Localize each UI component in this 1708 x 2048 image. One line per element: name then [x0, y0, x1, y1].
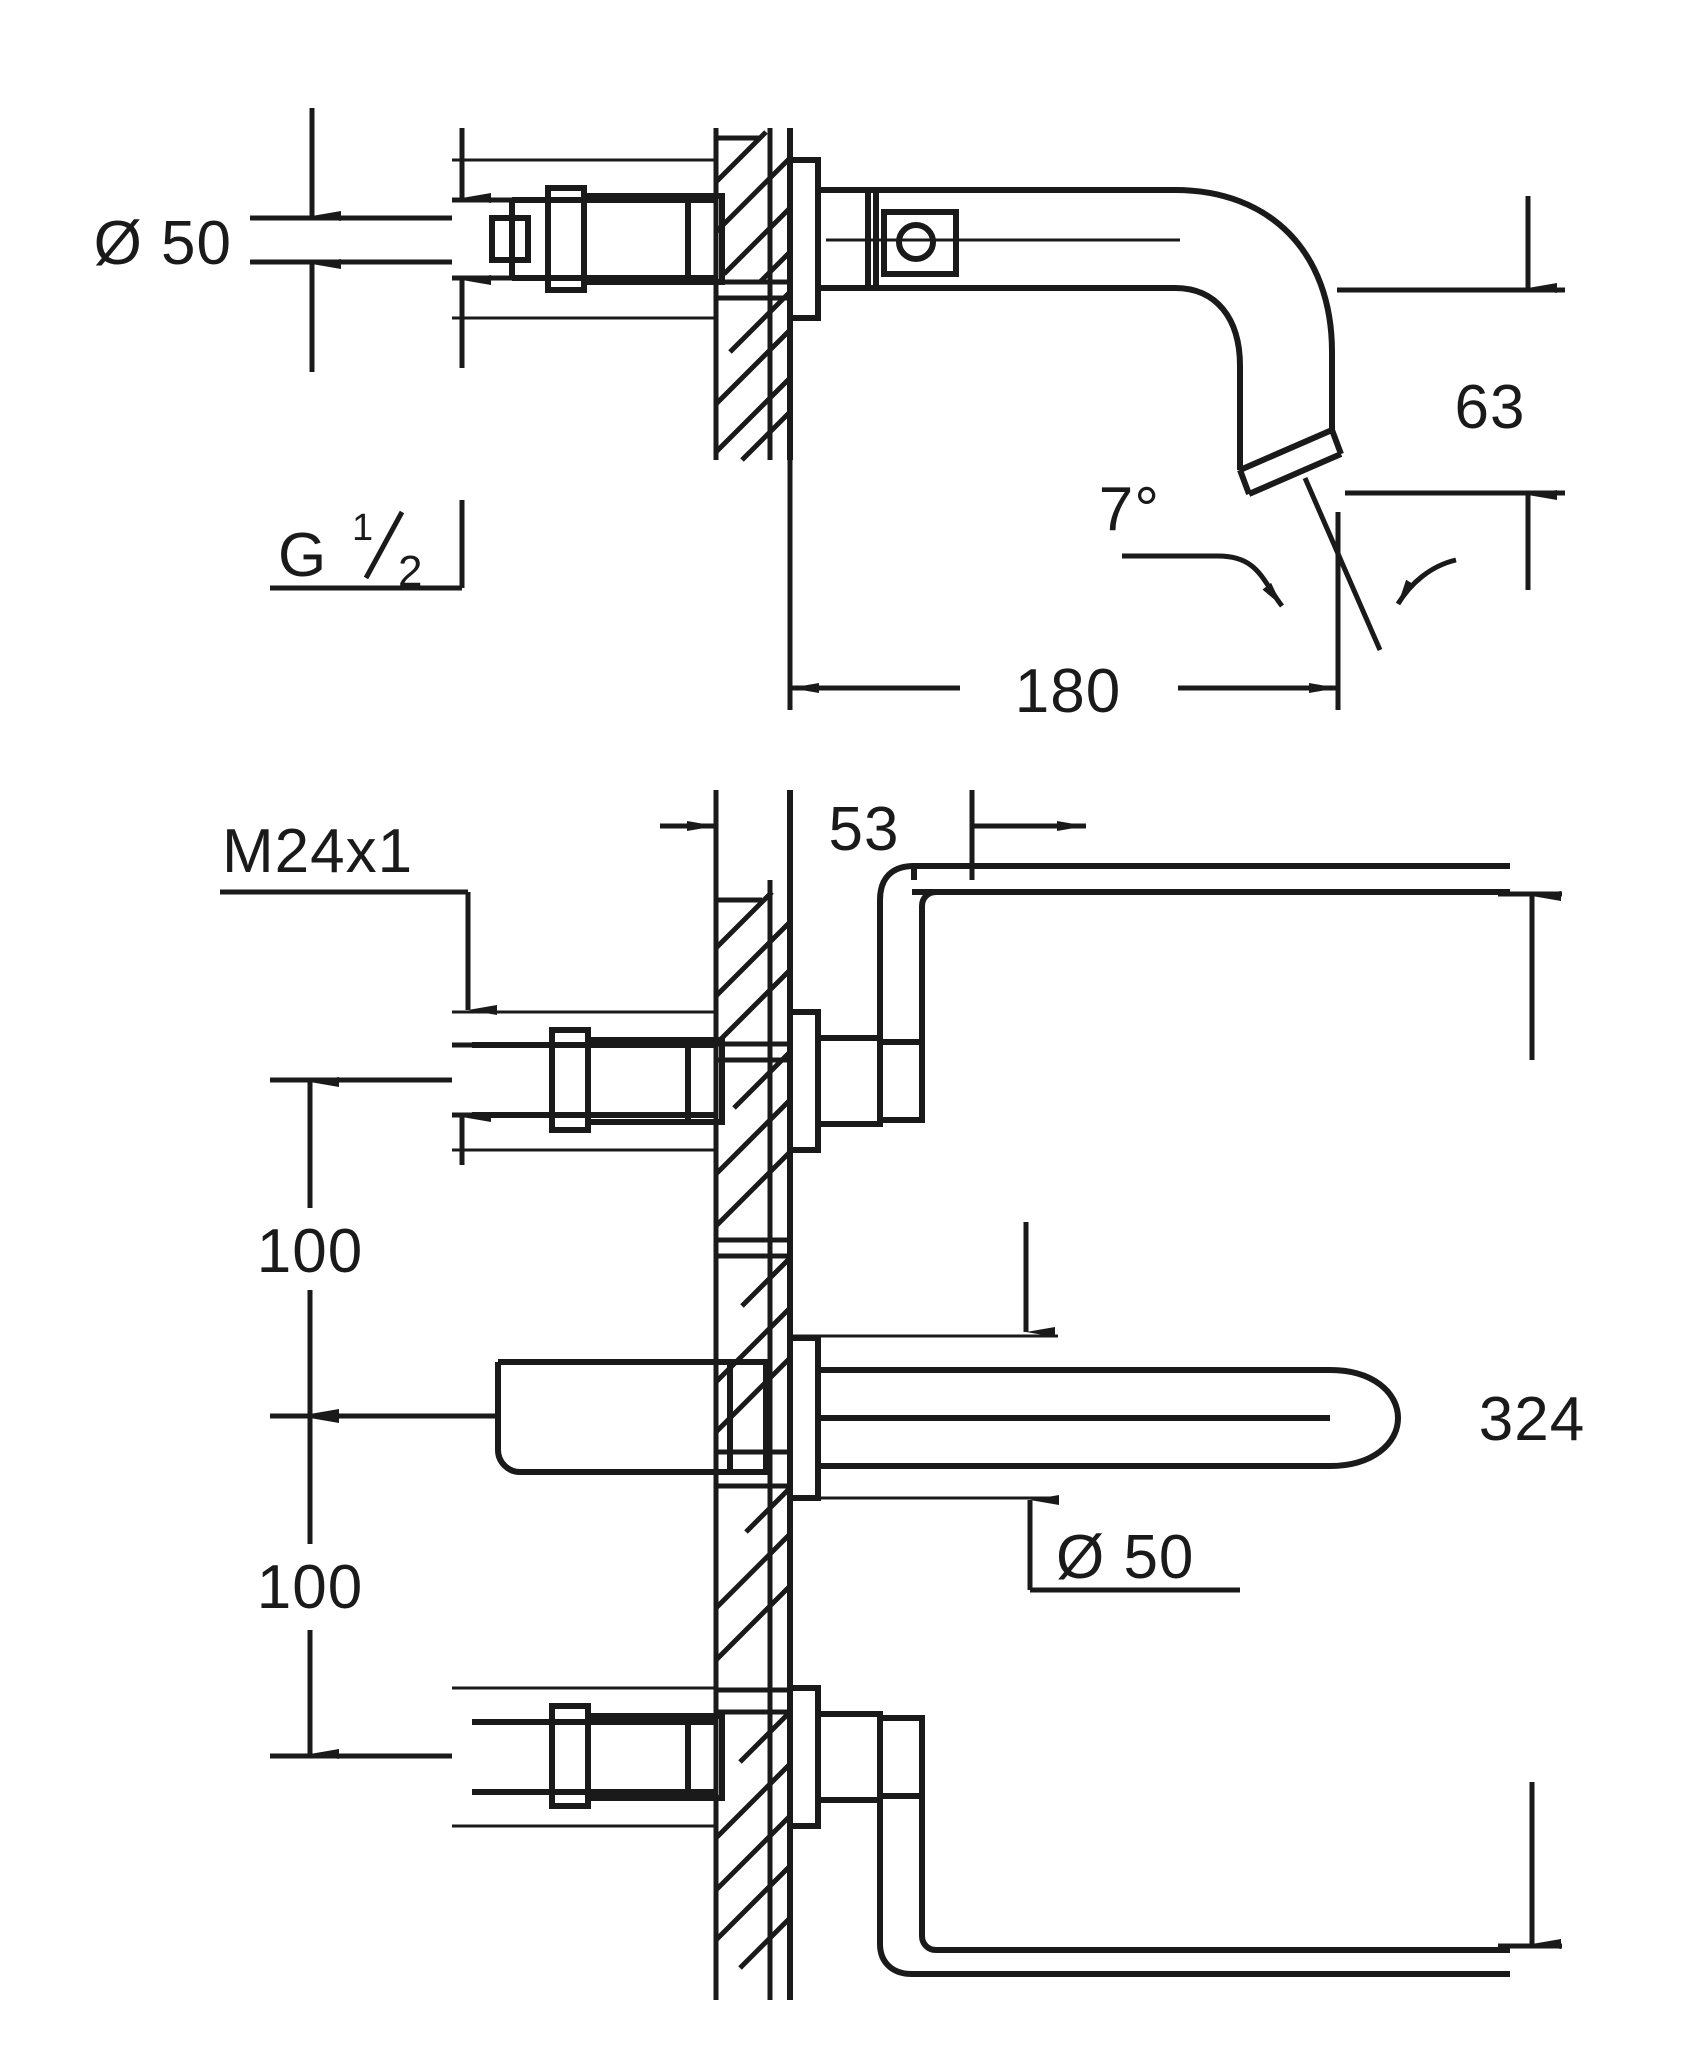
dim-180: 180 [787, 460, 1341, 726]
lever-upper [877, 863, 1510, 1090]
dim-180-label: 180 [1015, 657, 1121, 726]
dim-g-half-letter: G [278, 521, 327, 590]
escutcheon-top [787, 157, 821, 321]
wall-section-top [713, 128, 793, 462]
dim-angle-7: 7° [1099, 475, 1457, 651]
dim-53: 53 [660, 790, 1086, 880]
dim-dia50-bottom: Ø 50 [1023, 1222, 1240, 1593]
dim-324: 324 [1479, 891, 1585, 1949]
spout-body-bottom [495, 1335, 1402, 1501]
aerator-outlet-top [1237, 427, 1344, 497]
dim-g-half: G 1 2 [270, 500, 465, 596]
dim-g-half-numerator: 1 [352, 507, 374, 549]
dim-100-lower: 100 [257, 1413, 452, 1759]
lever-lower [877, 1766, 1510, 1977]
dim-handle-upper-width [452, 1042, 491, 1165]
concealed-body-top [489, 185, 725, 293]
top-view-group: Ø 50 G 1 2 [94, 108, 1565, 726]
dim-63-label: 63 [1455, 373, 1526, 442]
spout-body-reference-lines [790, 1334, 1058, 1500]
dim-100-upper-label: 100 [257, 1217, 363, 1286]
body-reference-lines-top [452, 158, 716, 320]
dim-dia50-top-label: Ø 50 [94, 209, 232, 278]
dim-53-label: 53 [829, 795, 900, 864]
bottom-view-group: M24x1 53 [220, 790, 1585, 2000]
dim-324-label: 324 [1479, 1385, 1585, 1454]
dim-100-upper: 100 [257, 1077, 498, 1419]
wall-hatch-upper [713, 130, 792, 285]
dim-m24x1-label: M24x1 [222, 817, 413, 886]
dim-angle-7-label: 7° [1099, 475, 1160, 544]
dim-dia50-top: Ø 50 [94, 108, 452, 372]
set-screw-detail [865, 190, 959, 288]
wall-hatch-lower [713, 290, 792, 462]
dim-g-half-denominator: 2 [398, 547, 423, 596]
handle-upper [472, 1009, 925, 1153]
wall-hatch-bottom [714, 890, 792, 1970]
dim-100-lower-label: 100 [257, 1553, 363, 1622]
dim-63: 63 [1337, 196, 1565, 590]
dim-m24x1: M24x1 [220, 817, 497, 1015]
dim-dia50-bottom-label: Ø 50 [1056, 1523, 1194, 1592]
spout-arm-top [815, 187, 1335, 470]
handle-lower-reference-lines [452, 1686, 716, 1828]
dim-body-width-top [452, 128, 512, 368]
handle-lower [472, 1685, 925, 1829]
